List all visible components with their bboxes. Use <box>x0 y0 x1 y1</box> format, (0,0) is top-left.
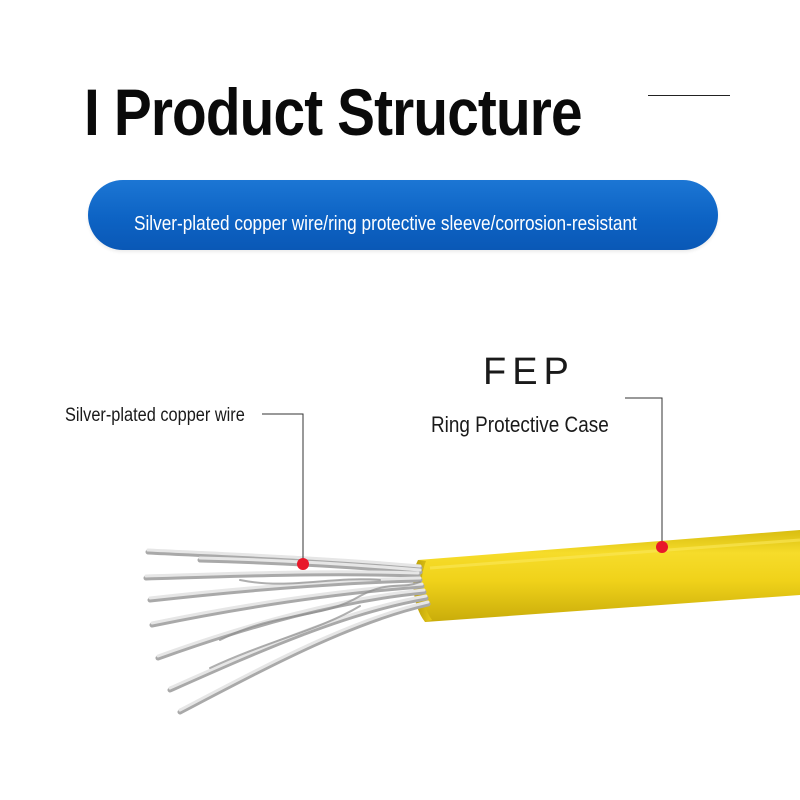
leader-lines <box>262 397 663 563</box>
title-divider <box>648 95 730 96</box>
case-label: Ring Protective Case <box>431 412 609 437</box>
page-title: I Product Structure <box>84 75 583 149</box>
copper-strands <box>143 548 431 715</box>
wire-marker-dot <box>297 558 309 570</box>
feature-banner <box>88 180 718 250</box>
wire-label: Silver-plated copper wire <box>65 405 245 426</box>
feature-banner-text: Silver-plated copper wire/ring protectiv… <box>134 213 637 235</box>
case-marker-dot <box>656 541 668 553</box>
fep-jacket <box>413 530 800 622</box>
material-label: FEP <box>483 351 575 393</box>
